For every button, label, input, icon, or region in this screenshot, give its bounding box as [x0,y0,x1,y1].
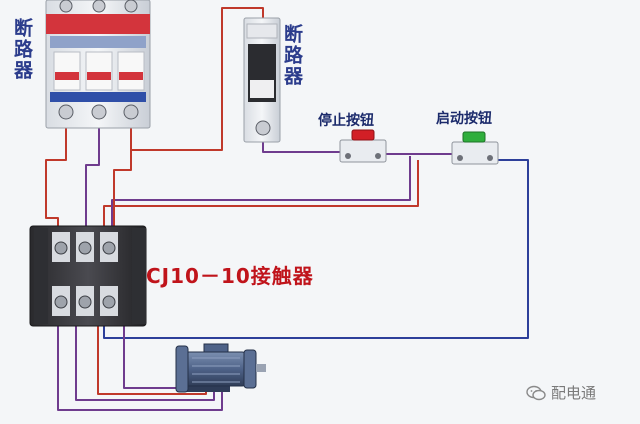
wire-motor-a [57,316,223,411]
wire-phase-a [45,118,67,232]
wire-phase-c [113,150,132,232]
control-breaker [243,17,281,143]
wire-control-supply [130,7,264,151]
wire-self-hold-2 [111,156,411,232]
contactor [29,225,147,327]
motor [175,343,266,393]
start-button [451,131,499,165]
main-breaker-label: 断路器 [11,18,33,81]
stop-button-label: 停止按钮 [318,113,374,129]
wire-to-stop-button [262,138,342,153]
main-breaker [45,0,151,129]
stop-button [339,129,387,163]
wire-self-hold [103,160,419,232]
wechat-icon [526,385,546,400]
watermark: 配电通 [526,382,596,403]
start-button-label: 启动按钮 [436,111,492,127]
control-breaker-label: 断路器 [281,24,303,87]
wire-coil-return [103,159,529,339]
watermark-text: 配电通 [551,384,597,402]
wire-phase-b [85,118,100,232]
contactor-label: CJ10－10接触器 [146,264,314,288]
